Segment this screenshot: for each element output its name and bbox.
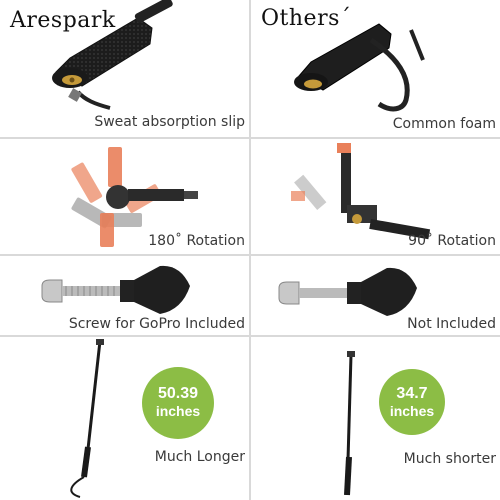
- caption-180-rotation: 180˚ Rotation: [148, 233, 245, 249]
- foam-grip-image: [294, 23, 425, 112]
- caption-much-shorter: Much shorter: [403, 451, 496, 467]
- row-divider: [0, 254, 500, 256]
- column-divider: [249, 0, 251, 500]
- caption-much-longer: Much Longer: [154, 449, 245, 465]
- arespark-header: Arespark: [10, 8, 116, 33]
- badge-value: 34.7: [396, 385, 428, 402]
- screw-included-cell: Screw for GoPro Included: [0, 256, 249, 335]
- rotation-90-image: [291, 143, 431, 240]
- shorter-pole-image: [344, 351, 355, 496]
- rotation-90-cell: 90˚ Rotation: [251, 139, 500, 254]
- badge-unit: inches: [389, 403, 435, 419]
- pole-length-left-cell: 50.39 inches Much Longer: [0, 337, 249, 500]
- length-badge-left: 50.39 inches: [142, 367, 214, 439]
- row-divider: [0, 335, 500, 337]
- row-divider: [0, 137, 500, 139]
- others-header: Others´: [261, 6, 352, 31]
- rotation-180-cell: 180˚ Rotation: [0, 139, 249, 254]
- arespark-grip-cell: Arespark Sweat absorption slip: [0, 0, 249, 137]
- screw-image-others: [278, 267, 417, 316]
- caption-90-rotation: 90˚ Rotation: [408, 233, 496, 249]
- length-badge-right: 34.7 inches: [379, 369, 445, 435]
- badge-value: 50.39: [157, 385, 199, 402]
- caption-screw-included: Screw for GoPro Included: [68, 316, 245, 332]
- caption-common-foam: Common foam: [392, 116, 496, 132]
- others-grip-cell: Others´ Common foam: [251, 0, 500, 137]
- caption-sweat-absorption: Sweat absorption slip: [94, 114, 245, 130]
- gopro-screw-image: [41, 265, 190, 314]
- extended-pole-image: [70, 339, 104, 498]
- screw-not-included-cell: Not Included: [251, 256, 500, 335]
- pole-length-right-cell: 34.7 inches Much shorter: [251, 337, 500, 500]
- badge-unit: inches: [155, 403, 201, 419]
- textured-grip-image: [52, 0, 173, 110]
- caption-not-included: Not Included: [407, 316, 496, 332]
- rotation-180-image: [71, 147, 198, 247]
